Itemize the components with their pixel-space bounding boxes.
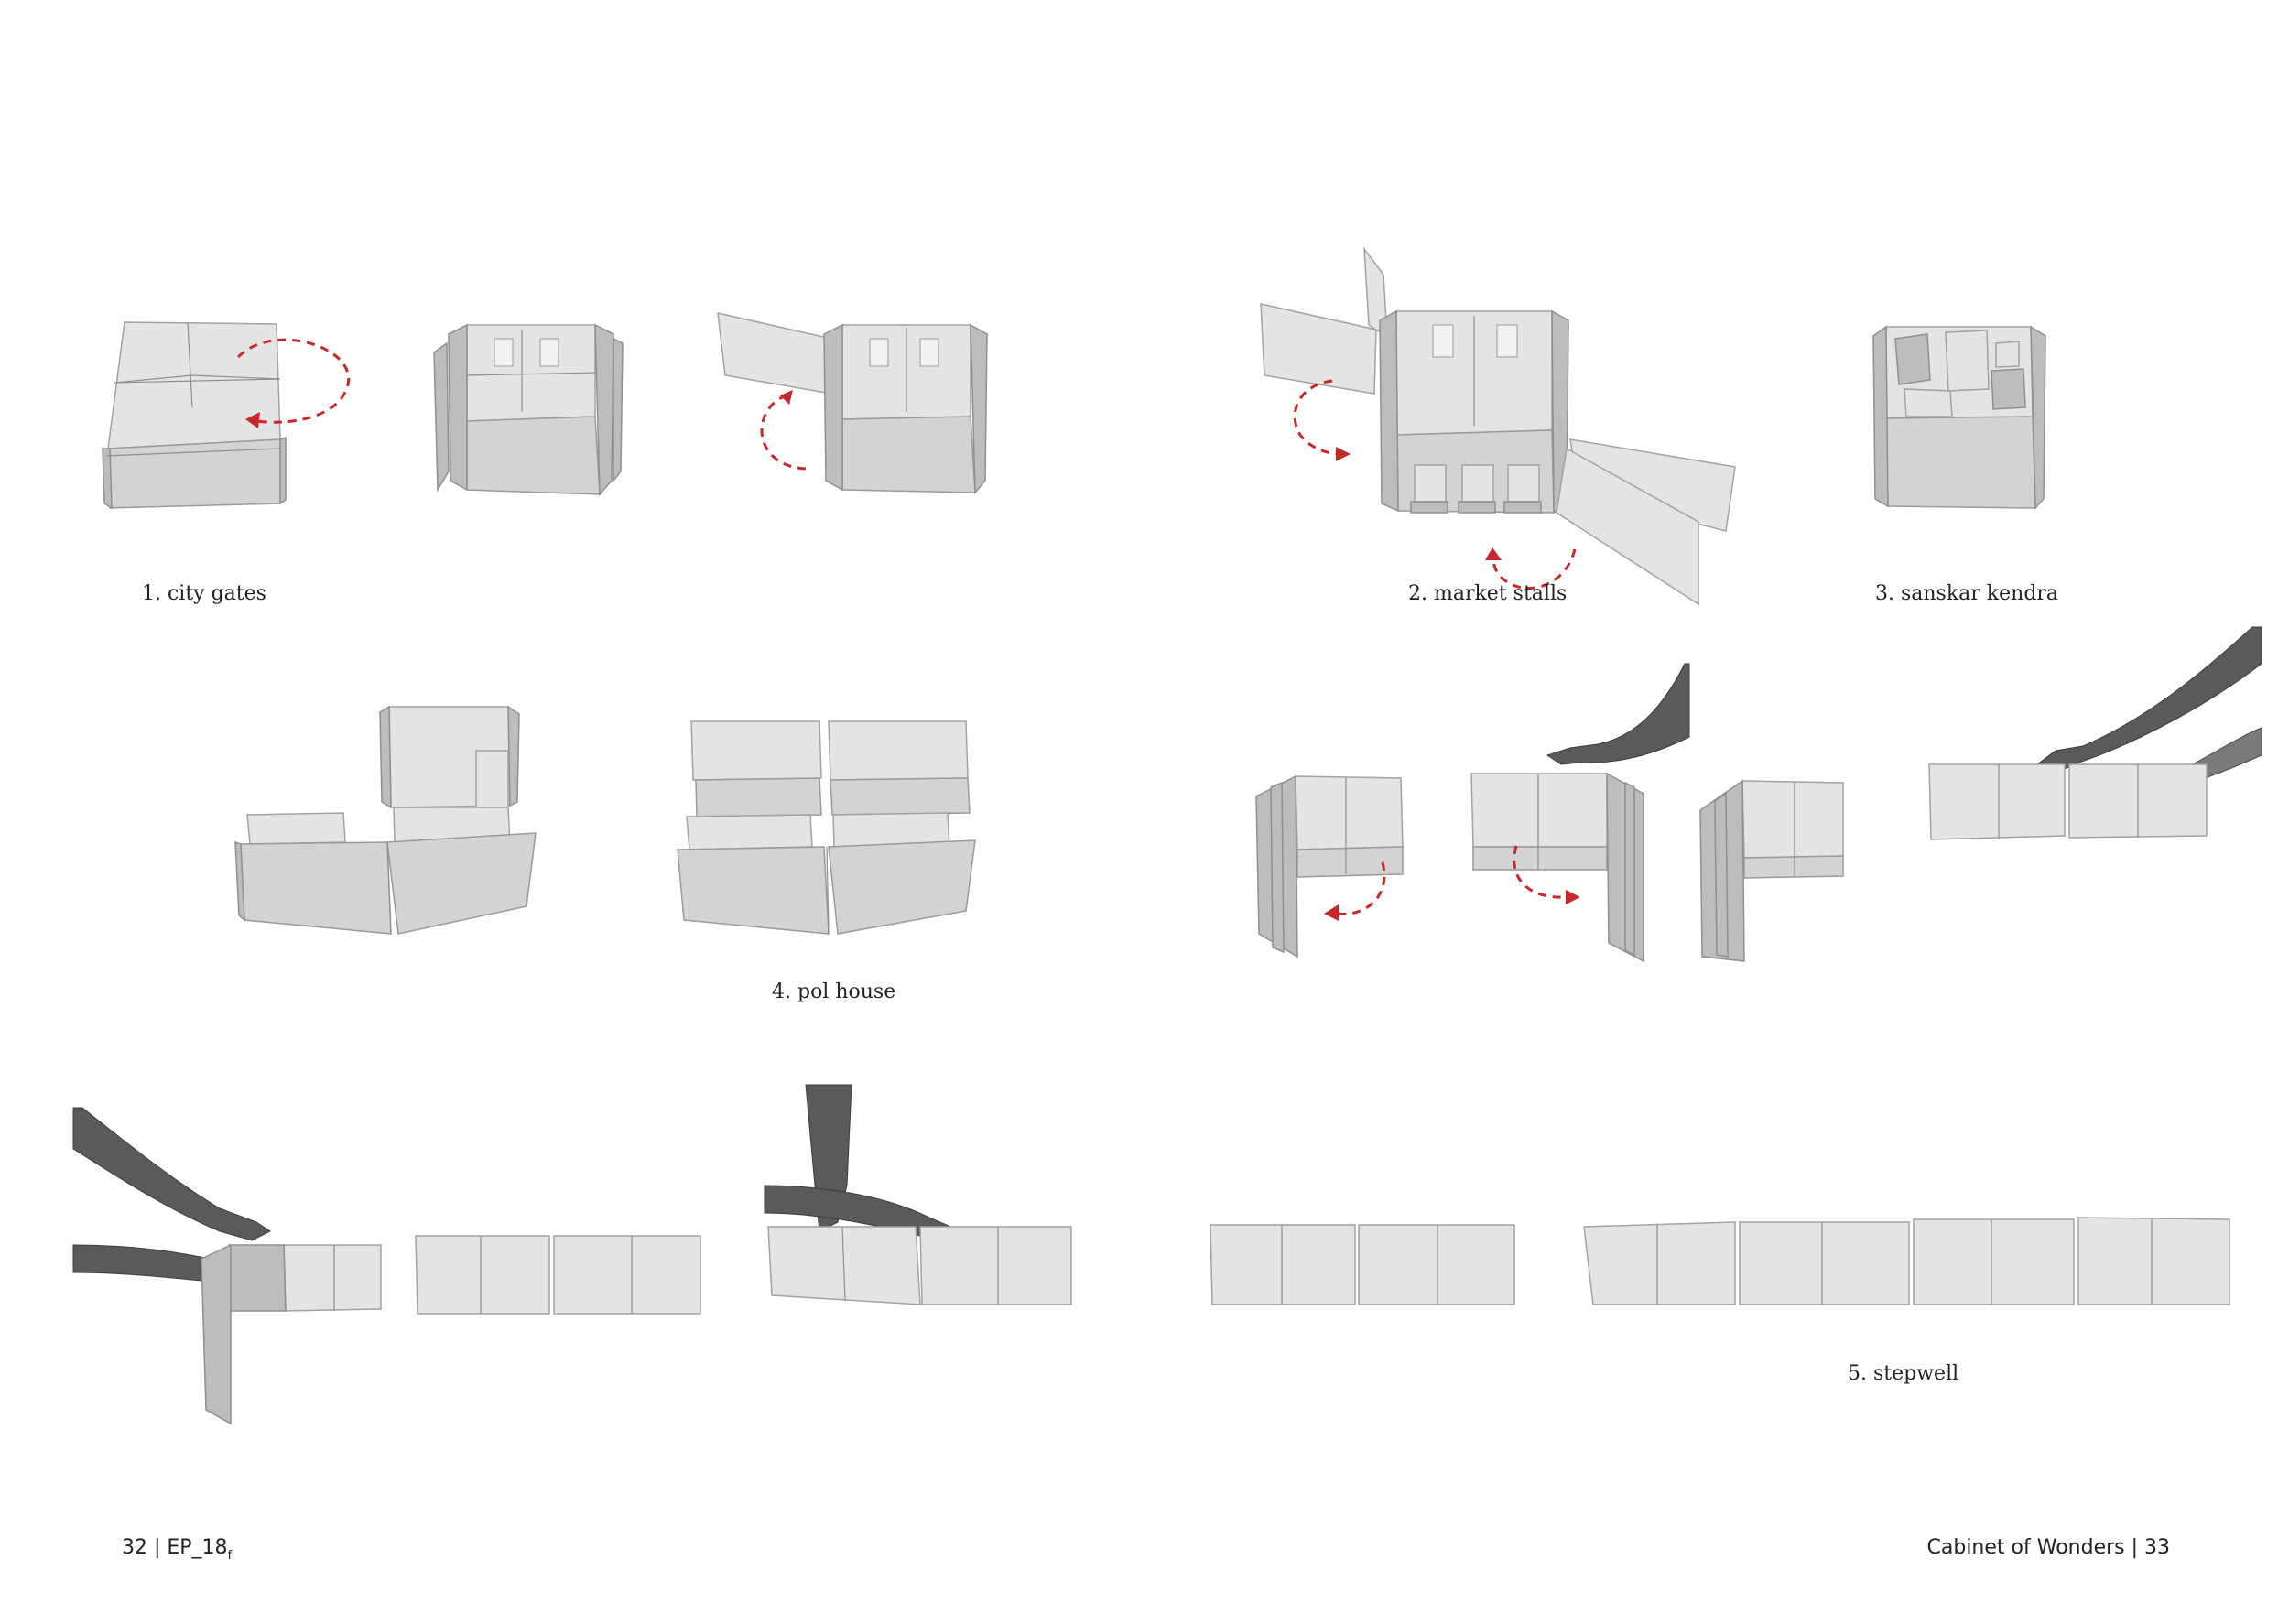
photo-row3-two-units <box>415 1235 701 1315</box>
footer-right-folio: Cabinet of Wonders | 33 <box>1926 1536 2170 1559</box>
rotation-arrow-icon <box>1485 547 1577 590</box>
rotation-arrow-icon <box>1513 845 1580 904</box>
caption-city-gates: 1. city gates <box>142 582 266 605</box>
photo-city-gates-closed-box <box>102 321 287 510</box>
photo-row3-hands-left <box>72 1107 382 1425</box>
photo-unfold-corner-left <box>1255 774 1404 958</box>
photo-market-stalls <box>1260 246 1736 606</box>
stall-units <box>1410 464 1542 514</box>
caption-sanskar-kendra: 3. sanskar kendra <box>1875 582 2059 605</box>
photo-unfold-corner-right <box>1470 663 1690 963</box>
rotation-arrow-icon <box>236 338 351 428</box>
footer-left-main: 32 | EP_18 <box>122 1536 228 1559</box>
interior-partitions <box>1894 330 2026 417</box>
photo-row3-hands-center <box>764 1084 1072 1305</box>
photo-pol-house-assembly <box>234 705 537 935</box>
rotation-arrow-icon <box>760 390 807 471</box>
footer-left-sub: f <box>227 1549 233 1563</box>
photo-hands-joining-units <box>1928 626 2262 840</box>
photo-stepwell-modules-left <box>1210 1224 1515 1305</box>
rotation-arrow-icon <box>1324 861 1386 921</box>
photo-corner-unit <box>1699 779 1844 962</box>
photo-sanskar-kendra <box>1872 325 2046 510</box>
caption-stepwell: 5. stepwell <box>1848 1362 1959 1385</box>
photo-city-gates-open-box <box>433 323 624 496</box>
caption-market-stalls: 2. market stalls <box>1408 582 1568 605</box>
footer-left-folio: 32 | EP_18f <box>122 1536 232 1563</box>
photo-city-gates-unfolding <box>717 312 988 494</box>
photo-pol-house-complete <box>677 720 976 935</box>
rotation-arrow-icon <box>1293 379 1351 461</box>
caption-pol-house: 4. pol house <box>772 980 896 1003</box>
photo-stepwell-modules-right <box>1583 1217 2230 1305</box>
